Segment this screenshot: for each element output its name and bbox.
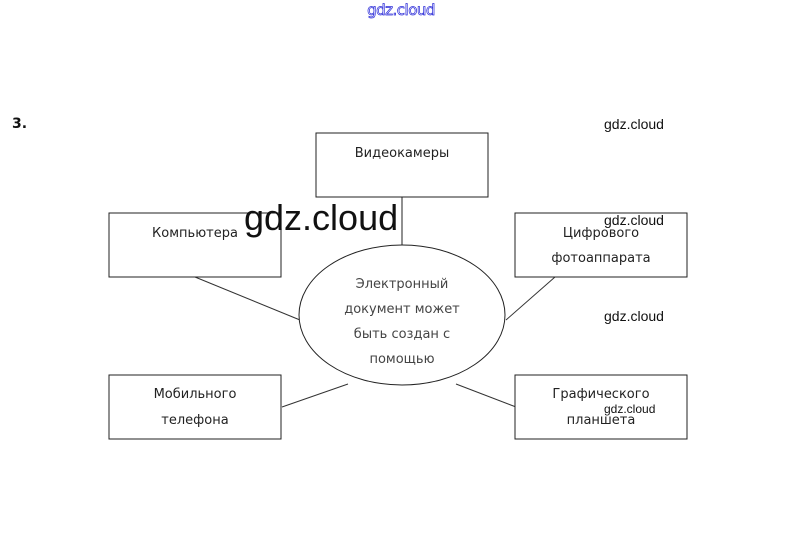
- watermark-right-1: gdz.cloud: [604, 116, 664, 132]
- node-camera-label-2: фотоаппарата: [551, 251, 650, 266]
- task-number: 3.: [12, 116, 28, 132]
- center-line-4: помощью: [369, 352, 434, 367]
- node-tablet-label-2: планшета: [567, 413, 636, 428]
- connector-phone: [281, 383, 349, 408]
- watermark-top: gdz.cloud: [367, 1, 436, 20]
- node-video-label: Видеокамеры: [355, 146, 449, 161]
- connector-computer: [194, 276, 301, 321]
- center-line-1: Электронный: [356, 277, 449, 292]
- watermark-right-3: gdz.cloud: [604, 308, 664, 324]
- connector-camera: [505, 276, 556, 321]
- watermark-big: gdz.cloud: [244, 197, 399, 238]
- connector-tablet: [455, 383, 517, 408]
- watermark-tiny: gdz.cloud: [604, 402, 656, 416]
- watermark-right-2: gdz.cloud: [604, 212, 664, 228]
- node-phone-label-1: Мобильного: [154, 387, 237, 402]
- center-line-2: документ может: [344, 302, 460, 317]
- node-computer-label: Компьютера: [152, 226, 238, 241]
- node-computer: [108, 212, 282, 278]
- center-ellipse: [298, 244, 506, 386]
- node-tablet-label-1: Графического: [552, 387, 649, 402]
- node-camera: [514, 212, 688, 278]
- node-phone: [108, 374, 282, 440]
- node-camera-label-1: Цифрового: [563, 226, 639, 241]
- node-video: [315, 132, 489, 198]
- node-phone-label-2: телефона: [161, 413, 228, 428]
- node-tablet: [514, 374, 688, 440]
- center-line-3: быть создан с: [354, 327, 450, 342]
